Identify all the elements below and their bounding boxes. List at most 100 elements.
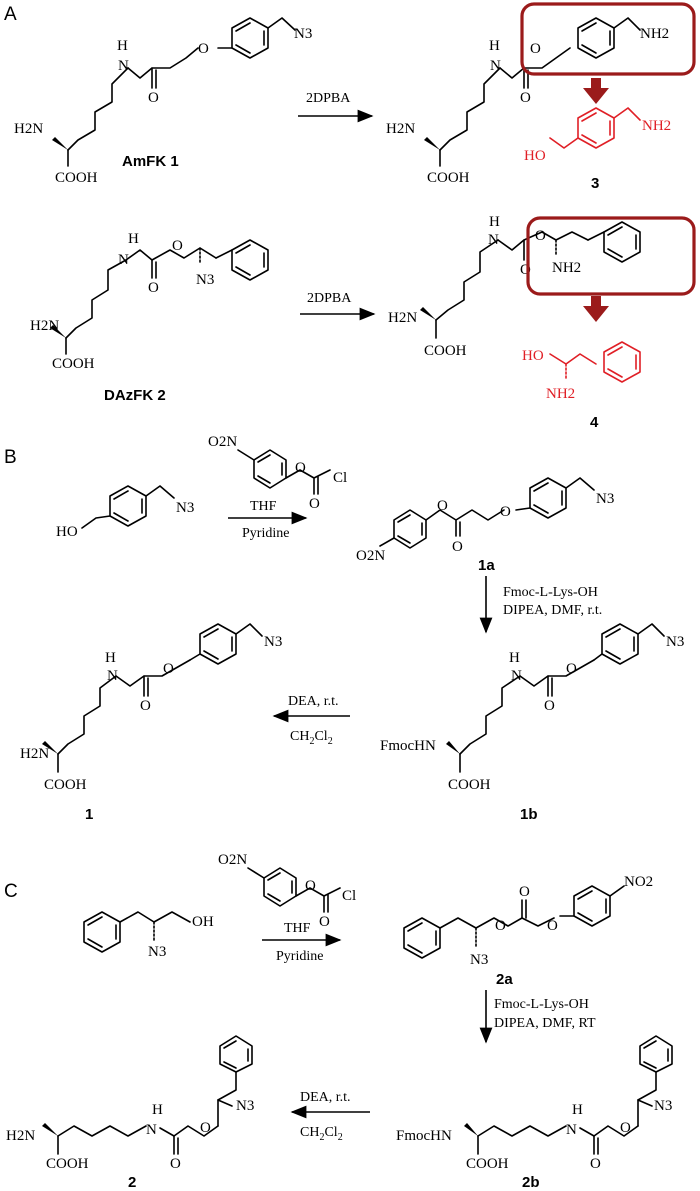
svg-text:H2N: H2N [14,121,43,137]
svg-text:H: H [489,214,500,230]
svg-text:N3: N3 [596,491,614,507]
svg-text:N3: N3 [666,634,684,650]
dazfk-product [420,221,641,339]
svg-text:FmocHN: FmocHN [396,1128,452,1144]
svg-text:O2N: O2N [218,852,247,868]
svg-text:N3: N3 [470,952,488,968]
svg-text:O: O [500,504,511,520]
svg-text:COOH: COOH [46,1156,89,1172]
solvent-ch2cl2-c: CH2Cl2 [300,1125,343,1143]
svg-text:O: O [566,661,577,677]
compound-label-dazfk: DAzFK 2 [104,387,166,404]
panel-label-c: C [4,881,18,902]
svg-text:O: O [200,1120,211,1136]
svg-text:N: N [511,668,522,684]
cleavage-highlight-box-a [520,2,696,76]
svg-text:N3: N3 [236,1098,254,1114]
compound-1b-structure [446,623,665,773]
reagent-2dpba: 2DPBA [306,91,351,106]
svg-text:O: O [452,539,463,555]
svg-text:O2N: O2N [208,434,237,450]
svg-text:O: O [172,238,183,254]
svg-text:H: H [572,1102,583,1118]
svg-text:O: O [620,1120,631,1136]
svg-text:DIPEA, DMF, RT: DIPEA, DMF, RT [494,1016,596,1031]
svg-text:NH2: NH2 [642,118,671,134]
svg-text:O: O [590,1156,601,1172]
svg-text:DEA, r.t.: DEA, r.t. [288,694,339,709]
svg-text:N3: N3 [294,26,312,42]
compound-2a-structure [403,885,625,959]
svg-text:O: O [319,914,330,930]
svg-text:H: H [152,1102,163,1118]
dazfk-structure [50,239,269,355]
svg-text:O: O [547,918,558,934]
svg-text:N: N [566,1122,577,1138]
svg-text:H2N: H2N [20,746,49,762]
svg-text:H: H [117,38,128,54]
svg-text:COOH: COOH [427,170,470,186]
svg-text:N3: N3 [654,1098,672,1114]
svg-text:N: N [107,668,118,684]
cleavage-highlight-box-b [526,216,696,296]
fragment-4-structure [549,341,641,383]
svg-text:H2N: H2N [386,121,415,137]
svg-text:H: H [128,231,139,247]
svg-text:NH2: NH2 [546,386,575,402]
svg-text:O: O [535,228,546,244]
svg-text:HO: HO [56,524,78,540]
svg-text:NH2: NH2 [640,26,669,42]
svg-text:THF: THF [250,499,277,514]
compound-label-2a: 2a [496,971,513,988]
svg-text:N: N [118,58,129,74]
svg-text:NO2: NO2 [624,874,653,890]
reagent-2dpba-2: 2DPBA [307,291,352,306]
svg-text:H: H [105,650,116,666]
compound-1-structure [42,623,263,773]
svg-text:Pyridine: Pyridine [276,949,323,964]
compound-1a-structure [379,477,595,549]
svg-text:HO: HO [524,148,546,164]
compound-label-amfk: AmFK 1 [122,153,179,170]
svg-text:O: O [198,41,209,57]
svg-text:COOH: COOH [52,356,95,372]
svg-text:Fmoc-L-Lys-OH: Fmoc-L-Lys-OH [494,997,589,1012]
compound-label-3: 3 [591,175,599,192]
svg-text:O: O [309,496,320,512]
svg-text:O: O [305,878,316,894]
svg-text:O: O [520,262,531,278]
svg-text:O: O [140,698,151,714]
svg-text:N3: N3 [264,634,282,650]
panel-label-b: B [4,447,17,468]
svg-text:THF: THF [284,921,311,936]
compound-label-2b: 2b [522,1174,540,1191]
compound-label-1a: 1a [478,557,495,574]
compound-2-structure [42,1035,253,1155]
solvent-ch2cl2-b: CH2Cl2 [290,729,333,747]
svg-text:H: H [509,650,520,666]
svg-text:N: N [118,252,129,268]
svg-text:DIPEA, DMF, r.t.: DIPEA, DMF, r.t. [503,603,602,618]
compound-label-4: 4 [590,414,599,431]
svg-text:COOH: COOH [466,1156,509,1172]
svg-text:N3: N3 [176,500,194,516]
fragment-3-structure [549,107,641,149]
svg-text:O2N: O2N [356,548,385,564]
chloroformate-reagent-c [247,867,341,913]
svg-text:H2N: H2N [6,1128,35,1144]
svg-text:O: O [170,1156,181,1172]
svg-text:FmocHN: FmocHN [380,738,436,754]
svg-text:Cl: Cl [333,470,347,486]
svg-text:COOH: COOH [44,777,87,793]
svg-text:HO: HO [522,348,544,364]
svg-text:O: O [295,460,306,476]
svg-text:O: O [544,698,555,714]
svg-text:Pyridine: Pyridine [242,526,289,541]
svg-text:N3: N3 [148,944,166,960]
azido-alcohol [83,911,191,953]
svg-text:H2N: H2N [30,318,59,334]
panel-label-a: A [4,4,17,25]
svg-text:N3: N3 [196,272,214,288]
chloroformate-reagent [237,449,331,495]
